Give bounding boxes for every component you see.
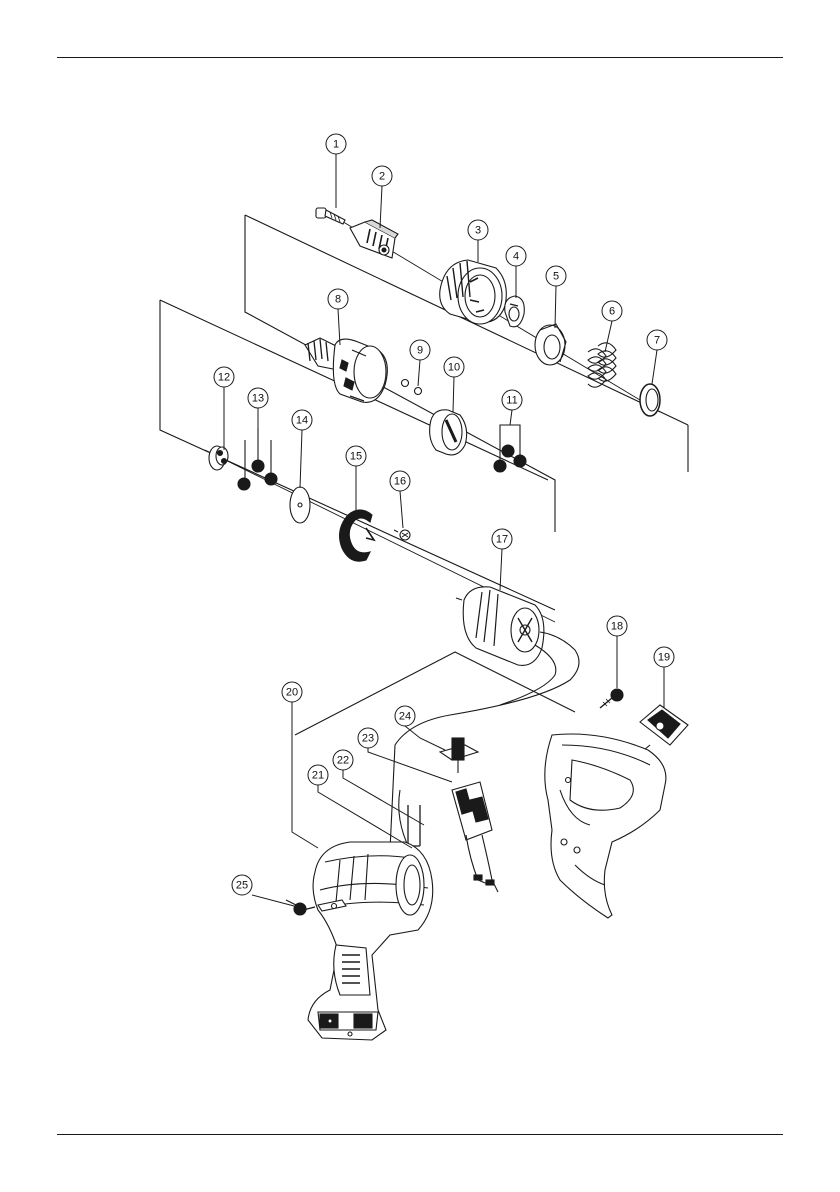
callout-15: 15 — [346, 446, 366, 466]
callout-number: 7 — [654, 335, 660, 347]
callout-16: 16 — [390, 471, 410, 491]
callout-2: 2 — [372, 166, 392, 186]
part-housing-right — [545, 734, 666, 918]
part-clutch-collar — [440, 260, 507, 324]
callout-number: 23 — [362, 733, 374, 745]
callout-number: 18 — [611, 621, 623, 633]
part-chuck — [350, 220, 398, 258]
callout-25: 25 — [232, 875, 252, 895]
callout-number: 4 — [513, 251, 519, 263]
callout-number: 11 — [506, 395, 517, 407]
callout-number: 19 — [658, 652, 670, 664]
part-housing-left — [308, 842, 433, 1040]
part-clutch-ring — [535, 324, 566, 365]
callout-number: 8 — [335, 294, 341, 306]
callout-number: 22 — [337, 755, 349, 767]
callout-14: 14 — [292, 410, 312, 430]
callout-6: 6 — [602, 301, 622, 321]
part-wires — [399, 790, 420, 850]
callout-4: 4 — [506, 246, 526, 266]
callout-number: 3 — [475, 225, 481, 237]
callout-20: 20 — [282, 682, 302, 702]
part-washer — [290, 487, 310, 523]
callout-number: 9 — [417, 345, 423, 357]
callout-23: 23 — [358, 728, 378, 748]
callout-number: 17 — [496, 534, 508, 546]
callout-number: 25 — [236, 880, 248, 892]
frame-housing — [295, 652, 575, 735]
part-screw-25 — [286, 900, 315, 915]
callout-9: 9 — [410, 340, 430, 360]
callout-number: 5 — [553, 271, 559, 283]
callout-number: 14 — [296, 415, 308, 427]
part-gearbox — [305, 338, 387, 402]
part-spring — [588, 343, 616, 387]
callout-3: 3 — [468, 220, 488, 240]
callout-12: 12 — [214, 367, 234, 387]
callout-number: 24 — [399, 711, 411, 723]
callout-13: 13 — [248, 388, 268, 408]
callout-24: 24 — [395, 706, 415, 726]
callout-number: 2 — [379, 171, 385, 183]
part-switch-cover — [640, 705, 688, 745]
callout-number: 10 — [448, 362, 460, 374]
callout-10: 10 — [444, 357, 464, 377]
callout-number: 13 — [252, 393, 264, 405]
callout-11: 11 — [502, 390, 522, 410]
callout-19: 19 — [654, 647, 674, 667]
callout-22: 22 — [333, 750, 353, 770]
part-led — [440, 738, 478, 773]
part-chuck-screw — [316, 208, 345, 224]
part-ring-gear — [430, 410, 467, 455]
frame-gearbox-top — [245, 215, 688, 425]
callout-8: 8 — [328, 289, 348, 309]
callout-number: 1 — [333, 139, 339, 151]
callout-number: 6 — [609, 306, 615, 318]
part-carrier — [209, 446, 228, 470]
callout-number: 16 — [394, 476, 406, 488]
callout-1: 1 — [326, 134, 346, 154]
part-c-ring — [340, 510, 374, 561]
part-planet-gears — [494, 425, 526, 472]
callout-number: 20 — [286, 687, 298, 699]
callout-18: 18 — [607, 616, 627, 636]
callout-number: 21 — [312, 770, 324, 782]
part-gears-13 — [238, 428, 277, 490]
part-switch — [452, 782, 498, 892]
part-retaining-ring — [640, 384, 660, 416]
part-clip — [505, 296, 525, 327]
callout-number: 12 — [218, 372, 230, 384]
part-screw-18 — [600, 689, 623, 708]
part-screw-16 — [394, 530, 410, 540]
callout-17: 17 — [492, 529, 512, 549]
callout-5: 5 — [546, 266, 566, 286]
callout-7: 7 — [647, 330, 667, 350]
callout-21: 21 — [308, 765, 328, 785]
callout-number: 15 — [350, 451, 362, 463]
